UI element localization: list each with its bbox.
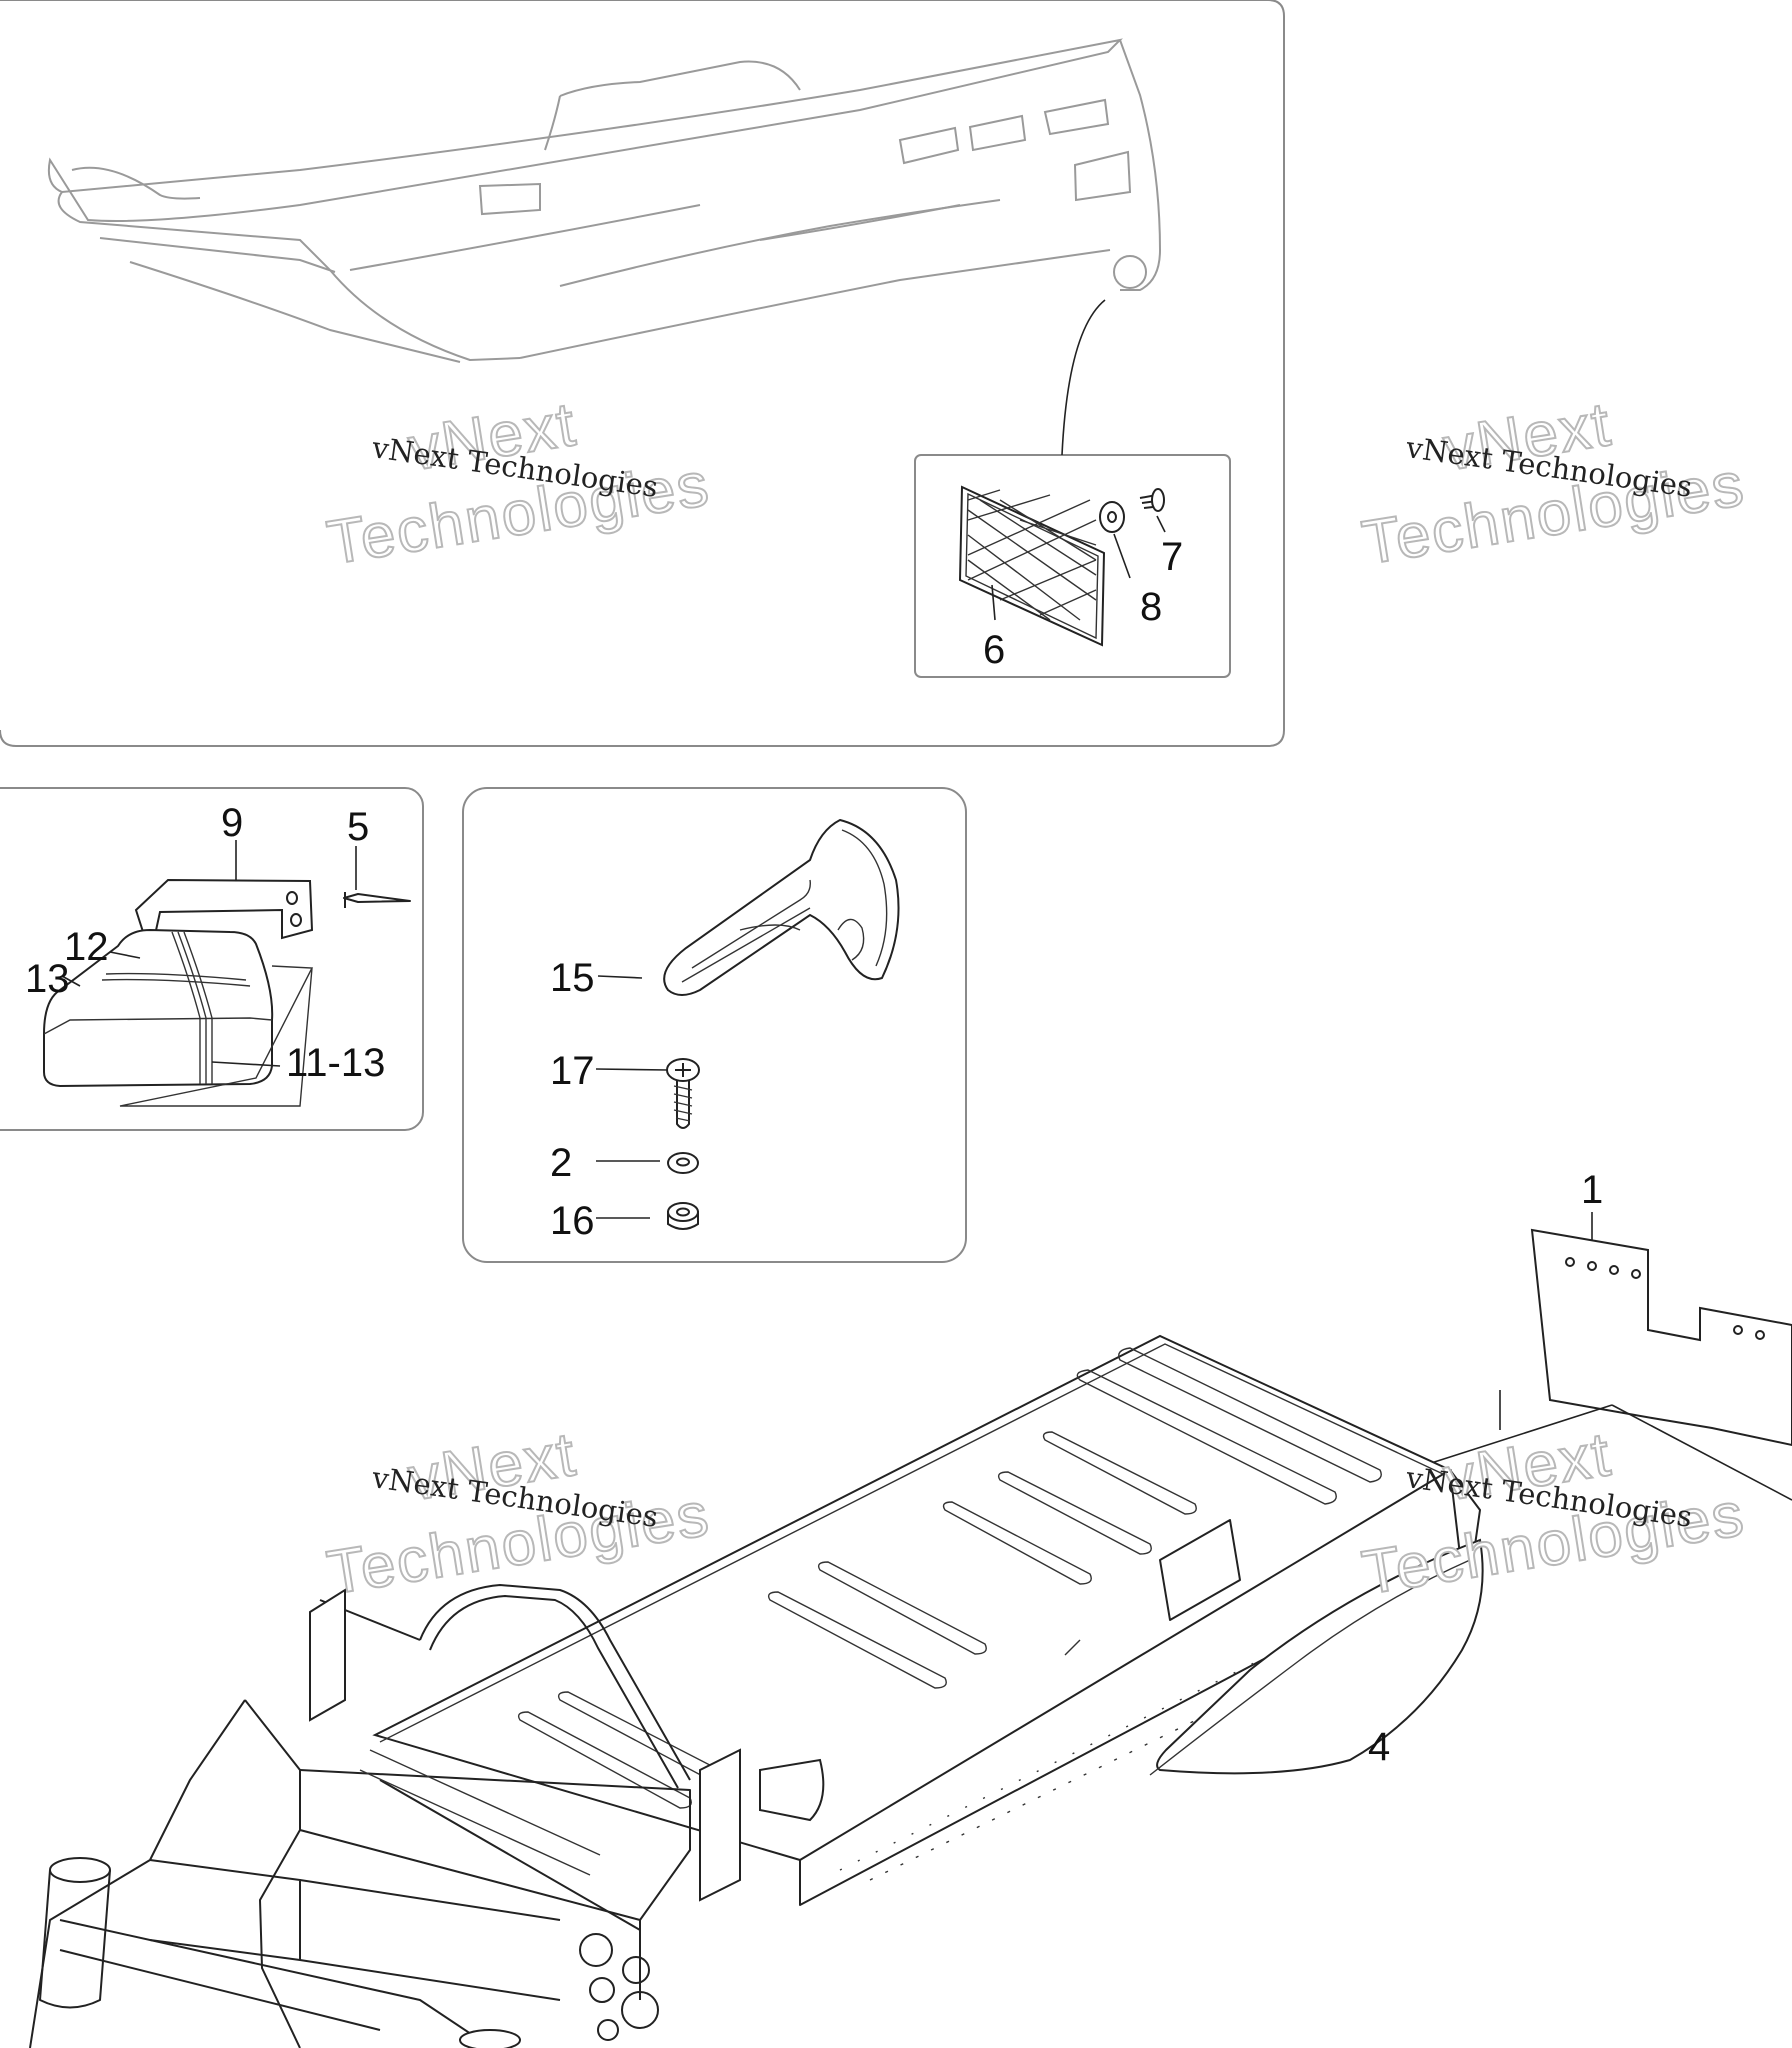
callout-2: 2: [550, 1141, 572, 1185]
seat-panel-border: [0, 787, 424, 1131]
reflector-washer: [1099, 501, 1125, 533]
callout-17: 17: [550, 1049, 595, 1093]
callout-labels: 1 2 4 5 6 7 8 9 11-13 12 13 15 16 17: [25, 535, 1603, 1769]
mirror-panel-border: [462, 787, 967, 1263]
running-board-guard-part: [1149, 1538, 1484, 1776]
reflector-location-leader: [1061, 299, 1106, 456]
mirror-part: [663, 818, 900, 996]
snow-flap-part: [1530, 1228, 1792, 1447]
mirror-nut-part: [667, 1202, 699, 1230]
callout-5: 5: [347, 805, 369, 849]
callout-7: 7: [1161, 535, 1183, 579]
callout-12: 12: [64, 925, 109, 969]
callout-1: 1: [1581, 1168, 1603, 1212]
callout-4: 4: [1368, 1725, 1390, 1769]
callout-11-13: 11-13: [286, 1041, 385, 1085]
top-panel-border: [0, 0, 1285, 747]
callout-16: 16: [550, 1199, 595, 1243]
push-rivet-part: [343, 892, 411, 908]
callout-8: 8: [1140, 585, 1162, 629]
reflector-part: [958, 485, 1106, 647]
callout-13: 13: [25, 957, 70, 1001]
chassis-frame-part: [29, 1334, 1481, 2048]
reflector-screw: [1139, 488, 1165, 512]
seat-bracket-part: [134, 878, 314, 940]
mirror-screw-part: [666, 1058, 700, 1129]
mirror-washer-part: [667, 1152, 699, 1174]
body-tunnel-ghost: [47, 38, 1162, 363]
callout-15: 15: [550, 956, 595, 1000]
reflector-inset-border: [914, 454, 1231, 678]
callout-9: 9: [221, 801, 243, 845]
callout-6: 6: [983, 628, 1005, 672]
seat-part: [43, 928, 314, 1107]
